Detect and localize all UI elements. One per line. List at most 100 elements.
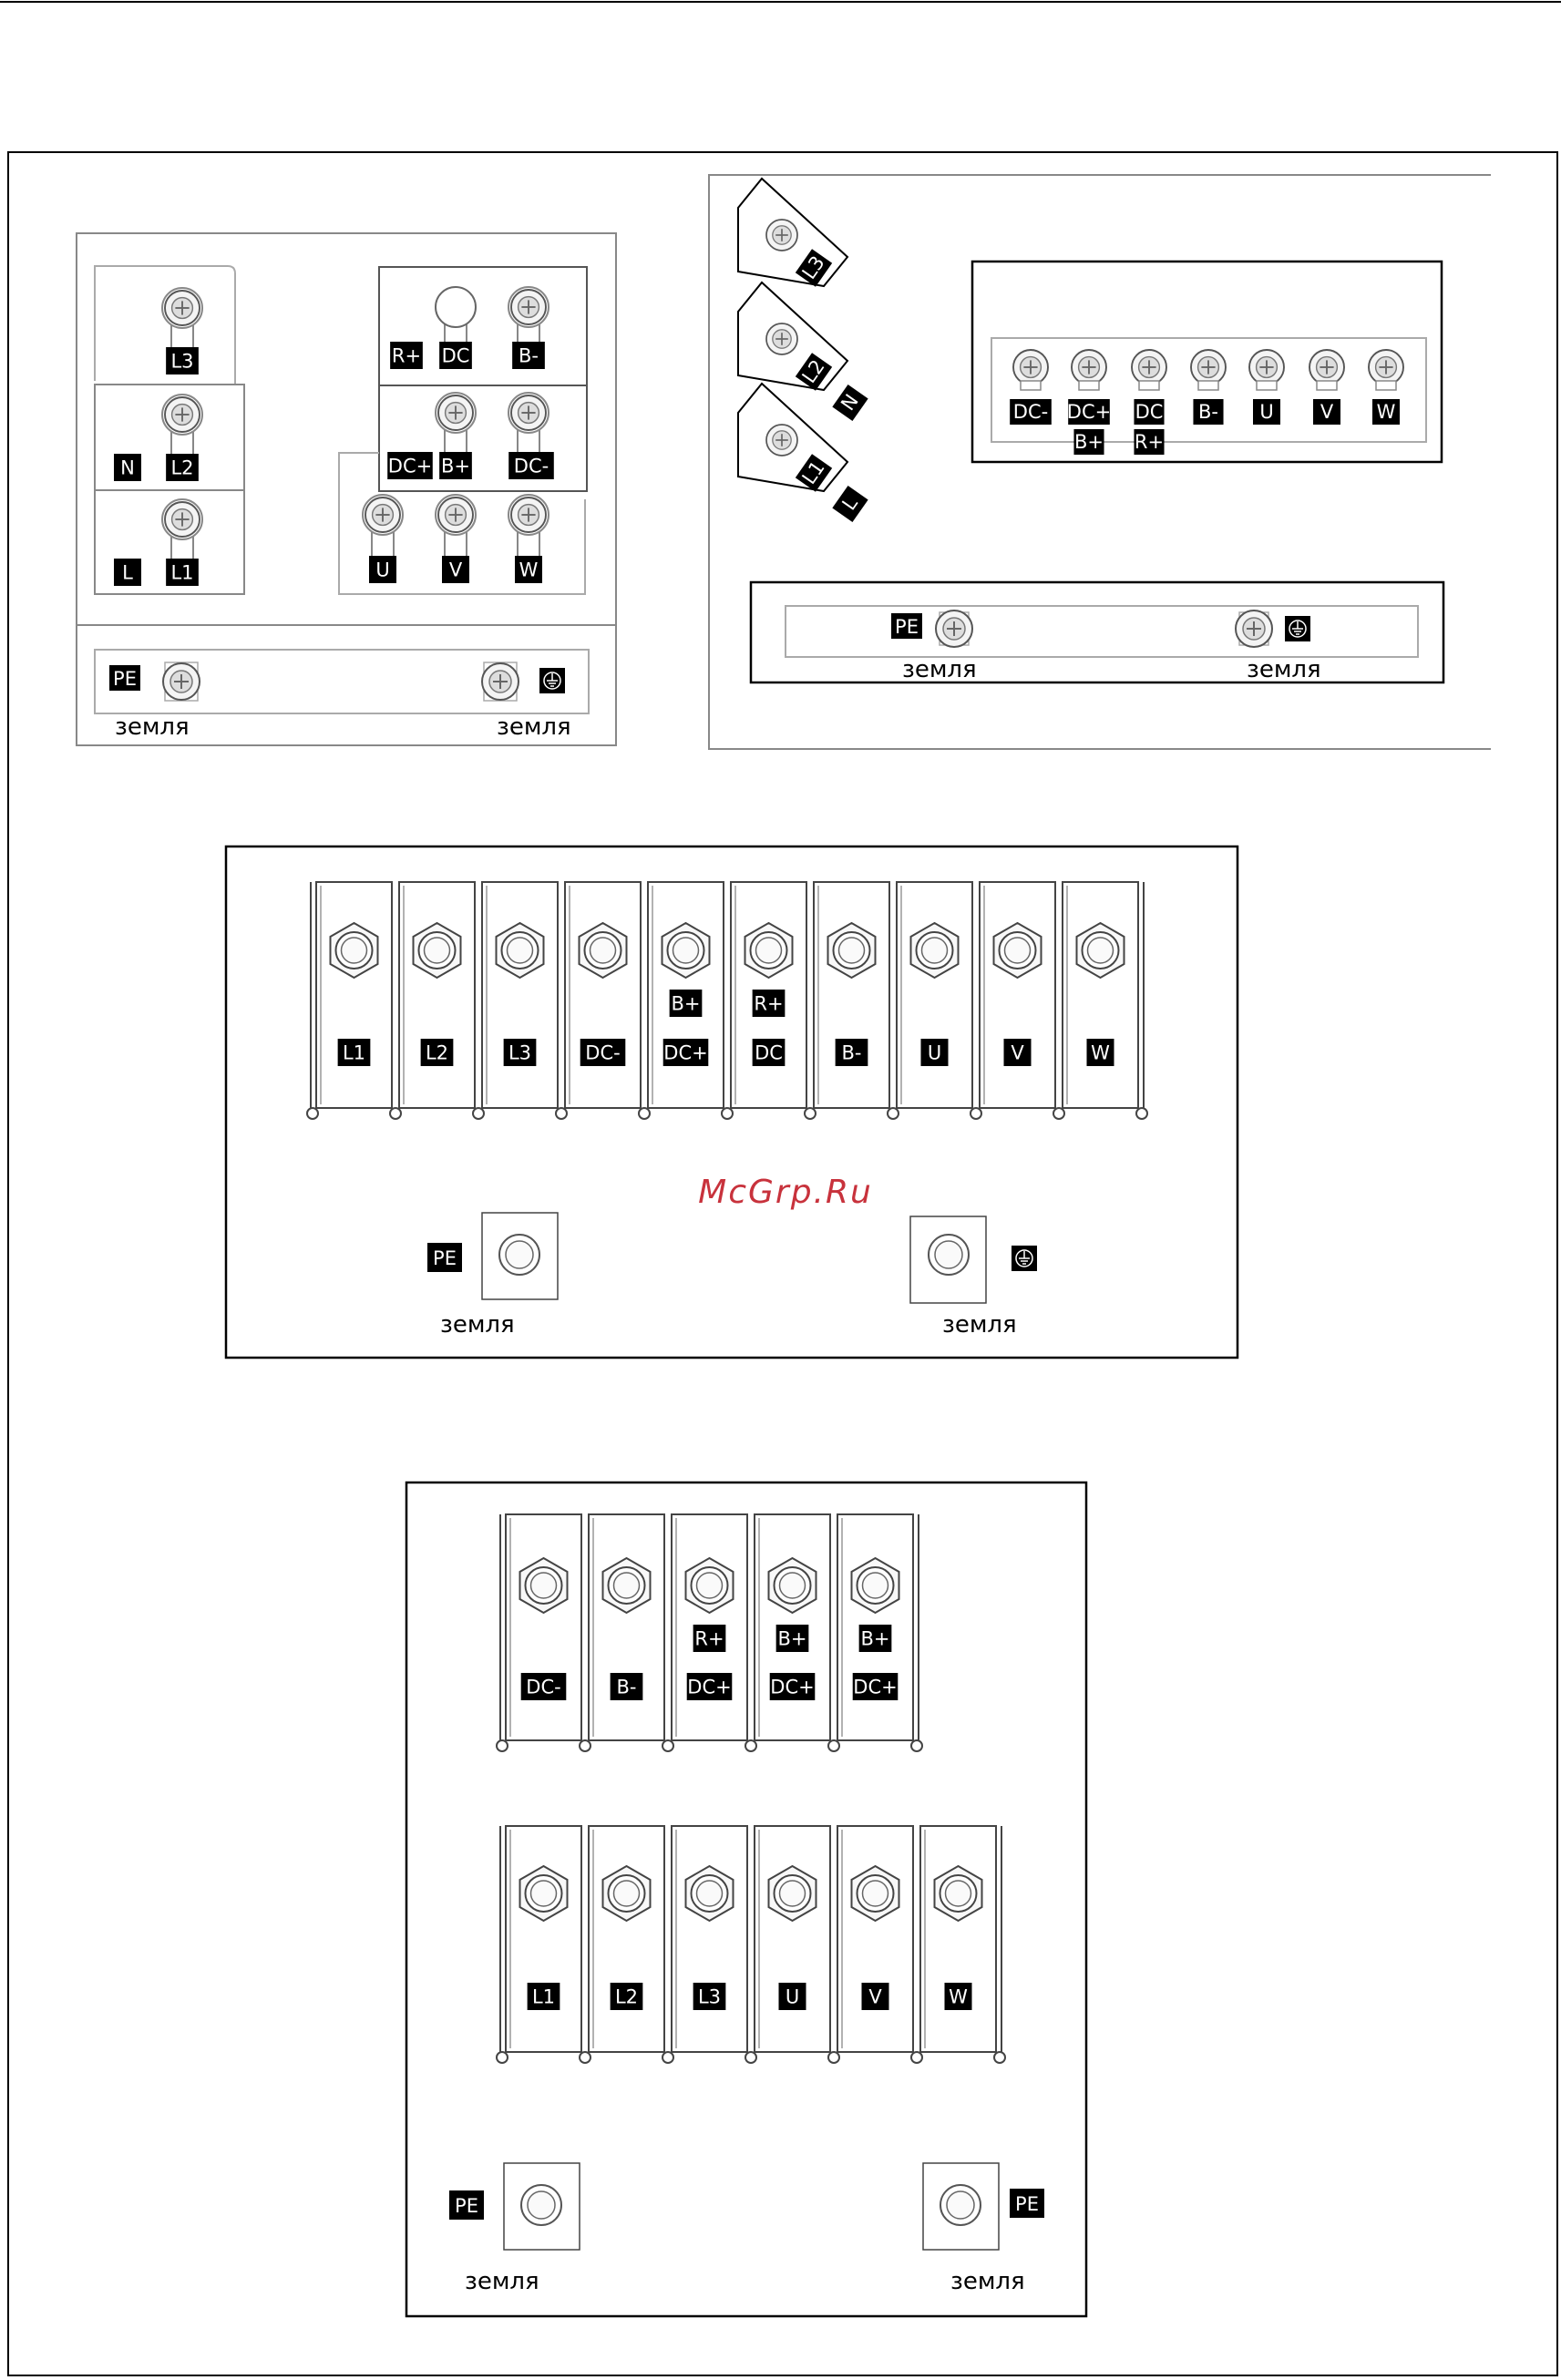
d3-pin-0 <box>307 1108 318 1119</box>
d4-bottom-pin-1 <box>580 2052 591 2063</box>
d1-bottom-terminal-v-screw <box>438 498 473 532</box>
d2-pe-label: PE <box>895 616 919 638</box>
d3-terminal-l3-2-label: L3 <box>508 1042 531 1064</box>
d1-bottom-terminal-w-label: W <box>519 559 539 581</box>
d3-terminal-l2-1: L2 <box>399 882 475 1108</box>
d1-left-terminal-l2-side-label: N <box>120 457 135 479</box>
d2-terminal-v-5-label: V <box>1320 401 1334 423</box>
d4-bottom-terminal-w-5-plate <box>920 1826 996 2052</box>
d4-bottom-pin-0 <box>497 2052 508 2063</box>
d3-pin-6 <box>805 1108 816 1119</box>
d4-bottom-pin-2 <box>662 2052 673 2063</box>
d4-top-terminal-dcplus-4: B+DC+ <box>837 1514 913 1740</box>
d4-bottom-terminal-l2-1: L2 <box>589 1826 664 2052</box>
d2-terminal-v-5-screw <box>1309 350 1344 385</box>
d4-pe-left-label: PE <box>455 2195 478 2217</box>
d4-bottom-terminal-l1-0: L1 <box>506 1826 581 2052</box>
d1-left-terminal-l1-side-label: L <box>122 562 133 584</box>
d2-ground-right: земля <box>1247 656 1321 683</box>
d4-top-pin-5 <box>911 1740 922 1751</box>
d1-top-terminal-rplus-label: R+ <box>392 345 421 367</box>
d3-pin-3 <box>556 1108 567 1119</box>
d3-terminal-dc-5: R+DC <box>731 882 806 1108</box>
d1-left-terminal-l2-screw <box>165 397 200 432</box>
d4-bottom-terminal-l2-1-plate <box>589 1826 664 2052</box>
d2-earth-icon <box>1285 616 1310 641</box>
d1-left-terminal-l2-label: L2 <box>170 457 193 479</box>
watermark: McGrp.Ru <box>698 1174 873 1211</box>
d2-pe-right <box>1236 610 1310 647</box>
d4-bottom-pin-6 <box>994 2052 1005 2063</box>
d3-terminal-u-7: U <box>897 882 972 1108</box>
d3-terminal-u-7-plate <box>897 882 972 1108</box>
d1-pe-right <box>482 662 565 701</box>
d2-terminal-w-6-label: W <box>1377 401 1396 423</box>
d2-terminal-dcplus-1-label: DC+ <box>1067 401 1111 423</box>
d4-ground-left: земля <box>465 2268 539 2295</box>
d3-pe-right <box>910 1216 1037 1303</box>
d3-terminal-w-9-plate <box>1063 882 1138 1108</box>
d3-ground-right: земля <box>942 1311 1017 1339</box>
d2-terminal-dc-2-screw <box>1132 350 1166 385</box>
d2-terminal-u-4-lug <box>1257 381 1277 390</box>
d3-terminal-dc-5-label: DC <box>755 1042 783 1064</box>
d3-terminal-dcminus-3-label: DC- <box>585 1042 620 1064</box>
d4-top-terminal-dcminus-0: DC- <box>506 1514 581 1740</box>
d4-pe-right: PE <box>923 2163 1044 2250</box>
d1-bottom-terminal-v-label: V <box>449 559 463 581</box>
d4-bottom-terminal-u-3-label: U <box>786 1986 799 2008</box>
d4-bottom-terminal-u-3-plate <box>755 1826 830 2052</box>
d4-bottom-terminal-l3-2: L3 <box>672 1826 747 2052</box>
d4-bottom-terminal-l3-2-plate <box>672 1826 747 2052</box>
d3-pin-5 <box>722 1108 733 1119</box>
d3-pin-8 <box>970 1108 981 1119</box>
d4-pe-left: PE <box>449 2163 580 2250</box>
d4-bottom-terminal-v-4-plate <box>837 1826 913 2052</box>
d1-earth-icon <box>539 668 565 693</box>
d3-terminal-bminus-6-label: B- <box>842 1042 862 1064</box>
d2-terminal-dcminus-0-lug <box>1021 381 1041 390</box>
d4-bottom-terminal-u-3: U <box>755 1826 830 2052</box>
d4-top-terminal-dcplus-3-top-label: B+ <box>777 1628 806 1650</box>
d1-ground-left: земля <box>115 713 190 741</box>
d3-terminal-v-8-label: V <box>1011 1042 1024 1064</box>
d3-terminal-bminus-6: B- <box>814 882 889 1108</box>
d4-top-terminal-dcminus-0-label: DC- <box>526 1677 560 1698</box>
d4-top-pin-2 <box>662 1740 673 1751</box>
d3-terminal-dcminus-3: DC- <box>565 882 641 1108</box>
d4-pe-right-label: PE <box>1015 2193 1039 2215</box>
d3-pin-10 <box>1136 1108 1147 1119</box>
d4-top-pin-0 <box>497 1740 508 1751</box>
d4-top-terminal-dcplus-2: R+DC+ <box>672 1514 747 1740</box>
d2-terminal-dcminus-0-screw <box>1013 350 1048 385</box>
d3-terminal-l1-0-label: L1 <box>343 1042 365 1064</box>
d1-left-outline <box>95 266 235 385</box>
d3-pin-7 <box>888 1108 899 1119</box>
d3-terminal-dcplus-4-label: DC+ <box>663 1042 707 1064</box>
d2-terminal-w-6-screw <box>1369 350 1403 385</box>
d4-bottom-pin-4 <box>828 2052 839 2063</box>
d3-terminal-v-8: V <box>980 882 1055 1108</box>
d2-terminal-bminus-3-lug <box>1198 381 1218 390</box>
d1-left-terminal-l3-label: L3 <box>170 351 193 373</box>
d1-left-terminal-l3-screw <box>165 291 200 325</box>
d3-ground-left: земля <box>440 1311 515 1339</box>
d1-mid-terminal-dcminus-screw <box>511 395 546 430</box>
d1-pe-left: PE <box>109 662 200 701</box>
d2-terminal-u-4-screw <box>1249 350 1284 385</box>
d3-terminal-l1-0-plate <box>316 882 392 1108</box>
d2-terminal-dc-2-sub-label: R+ <box>1135 431 1164 453</box>
d4-top-terminal-bminus-1-plate <box>589 1514 664 1740</box>
d2-ground-left: земля <box>902 656 977 683</box>
d2-terminal-w-6-lug <box>1376 381 1396 390</box>
d4-top-terminal-dcplus-3-label: DC+ <box>770 1677 814 1698</box>
d2-slanted-terminal-l1-screw <box>766 425 797 456</box>
d3-terminal-dcminus-3-plate <box>565 882 641 1108</box>
d3-terminals: L1L2L3DC-B+DC+R+DCB-UVW <box>307 882 1147 1119</box>
d2-terminal-dc-2-lug <box>1139 381 1159 390</box>
d3-terminal-l2-1-label: L2 <box>426 1042 448 1064</box>
